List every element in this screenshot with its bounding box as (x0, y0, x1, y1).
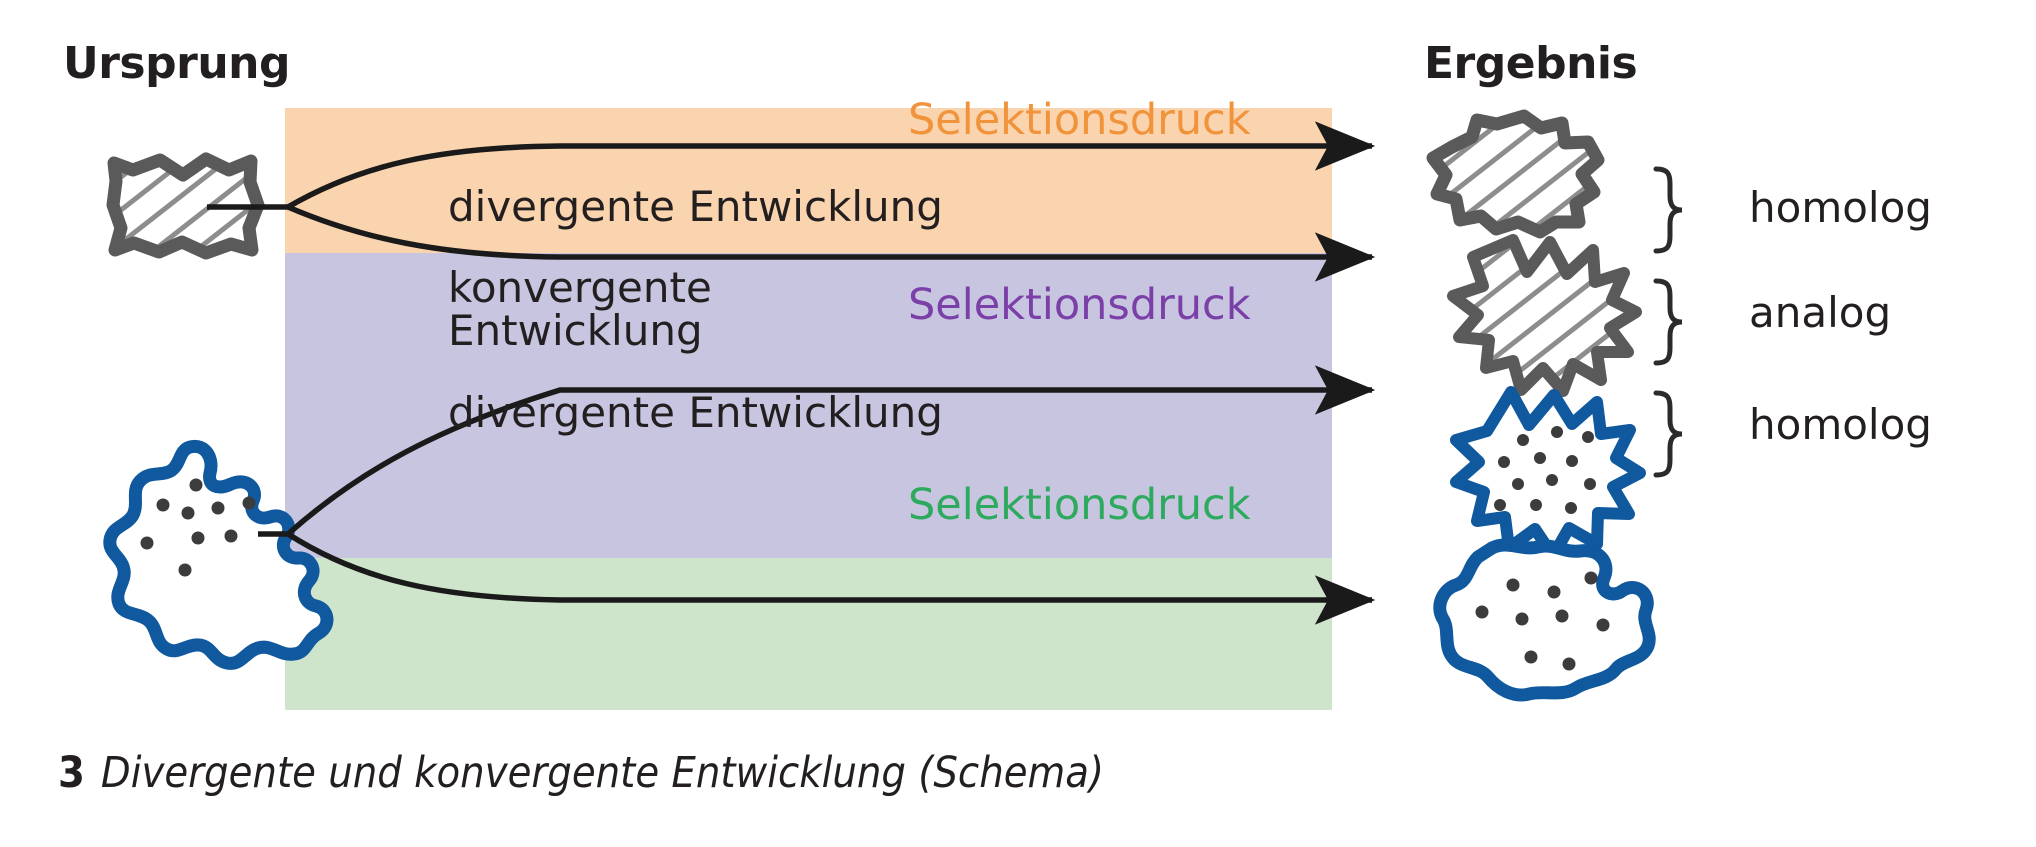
result-star-dots (1494, 426, 1596, 514)
label-selektionsdruck-purple: Selektionsdruck (908, 280, 1251, 330)
label-divergente-entwicklung-top: divergente Entwicklung (448, 182, 943, 231)
label-konvergente-entwicklung: konvergente Entwicklung (448, 263, 712, 355)
header-ursprung: Ursprung (63, 38, 290, 89)
result-grey-star-shape (1447, 234, 1642, 397)
result-grey-blob-shape (1426, 109, 1605, 239)
origin-grey-square-shape (106, 152, 265, 260)
brace-homolog-bottom (1653, 390, 1683, 478)
brace-label-analog: analog (1749, 288, 1892, 337)
result-blue-star-shape (1450, 386, 1646, 562)
label-selektionsdruck-green: Selektionsdruck (908, 480, 1251, 530)
header-ergebnis: Ergebnis (1424, 38, 1638, 89)
label-divergente-entwicklung-bottom: divergente Entwicklung (448, 388, 943, 437)
selection-band-green (285, 558, 1332, 710)
result-blob-dots (1475, 571, 1610, 671)
result-arrows (1314, 121, 1376, 625)
figure-number: 3 (58, 748, 85, 798)
brace-analog (1653, 278, 1683, 366)
figure-caption: 3 Divergente und konvergente Entwicklung … (58, 748, 1104, 798)
label-selektionsdruck-orange: Selektionsdruck (908, 95, 1251, 145)
brace-homolog-top (1653, 166, 1683, 254)
origin-amoeba-dots (140, 478, 256, 577)
result-blue-blob-shape (1433, 538, 1656, 702)
figure-caption-text: Divergente und konvergente Entwicklung (… (100, 748, 1105, 798)
brace-label-homolog-bottom: homolog (1749, 400, 1932, 449)
brace-label-homolog-top: homolog (1749, 183, 1932, 232)
grouping-braces (1653, 166, 1683, 478)
